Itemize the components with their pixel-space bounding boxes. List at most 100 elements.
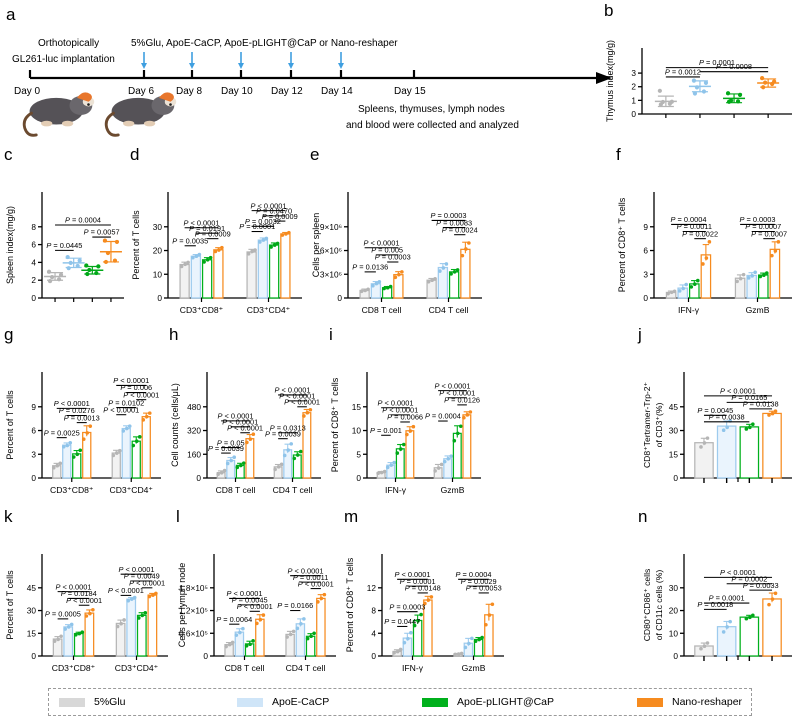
data-point [46,269,52,274]
y-axis-label: Percent of T cells [5,570,15,640]
y-axis-label: CD80⁺CD86⁺ cells [642,569,652,642]
p-value-label: P < 0.0001 [184,218,220,227]
data-point [449,454,454,458]
data-point [276,465,281,469]
data-point [480,635,484,640]
data-point [770,253,774,258]
y-tick-label: 12 [367,583,377,593]
p-value-label: P = 0.0148 [405,584,441,593]
data-point [748,615,752,620]
data-point [702,441,707,445]
data-point [71,455,76,459]
data-point [285,635,289,639]
y-tick-label: 0 [673,473,678,483]
data-point [69,622,74,627]
data-point [398,447,403,451]
data-point [684,282,689,287]
data-point [84,614,89,618]
bar [316,597,326,657]
data-point [65,443,70,448]
y-axis-label: Percent of CD8⁺ T cells [617,197,627,292]
data-point [750,274,755,278]
y-tick-label: 3 [631,68,636,78]
p-value-label: P = 0.0064 [216,615,252,624]
p-value-label: P = 0.0018 [697,600,733,609]
data-point [245,440,249,445]
data-point [208,255,213,260]
data-point [395,451,400,455]
data-point [411,424,416,429]
p-value-label: P < 0.0001 [218,412,254,421]
p-value-label: P < 0.0001 [439,388,475,397]
bar [147,594,158,657]
y-tick-label: 0 [157,293,162,303]
p-value-label: P < 0.0001 [227,589,263,598]
p-value-label: P = 0.0066 [387,413,423,422]
p-value-label: P < 0.0001 [279,392,315,401]
data-point [691,78,697,83]
data-point [194,254,199,259]
data-point [416,618,420,623]
data-point [183,262,187,267]
y-tick-label: 1 [631,95,636,105]
data-point [773,591,778,596]
day-label-6: Day 6 [128,86,155,97]
x-category-label: CD4 T cell [286,663,326,673]
p-value-label: P = 0.0003 [740,215,776,224]
panel-letter-m: m [344,507,359,526]
x-category-label: CD8 T cell [216,485,256,495]
bar [739,426,760,479]
data-point [298,449,303,454]
x-category-label: CD8 T cell [362,305,402,315]
p-value-label: P < 0.0001 [251,201,287,210]
data-point [761,273,766,278]
y-tick-label: 1.2×10⁵ [179,606,208,616]
data-point [80,630,85,635]
data-point [85,271,90,277]
data-point [702,644,707,649]
y-tick-label: 9 [643,222,648,232]
data-point [102,238,108,243]
data-point [112,258,118,263]
data-point [87,267,92,273]
y-axis-label: Percent of T cells [5,390,15,460]
data-point [75,452,80,457]
data-point [68,260,73,265]
data-point [55,463,60,468]
data-point [308,407,313,412]
data-point [735,99,741,104]
y-tick-label: 15 [669,449,679,459]
p-value-label: P = 0.0001 [709,594,745,603]
data-point [405,432,409,437]
data-point [442,459,447,464]
injection-arrows [141,52,344,69]
y-tick-label: 6 [31,240,36,250]
data-point [753,270,758,275]
data-point [56,277,62,282]
y-tick-label: 5 [356,449,361,459]
data-point [763,80,768,85]
y-tick-label: 0 [31,293,36,303]
y-axis-label: Percent of T cells [131,210,141,280]
data-point [292,456,297,461]
panel-letter-h: h [169,325,179,344]
endpoint-line2: and blood were collected and analyzed [346,120,519,131]
data-point [446,456,451,461]
data-point [66,625,71,629]
data-point [126,598,131,603]
data-point [452,438,457,443]
p-value-label: P = 0.0049 [124,572,160,581]
x-category-label: CD3⁺CD4⁺ [247,305,290,315]
bar [84,612,95,657]
p-value-label: P = 0.0166 [277,601,313,610]
data-point [224,644,228,649]
p-value-label: P = 0.0002 [731,574,767,583]
data-point [59,634,63,639]
